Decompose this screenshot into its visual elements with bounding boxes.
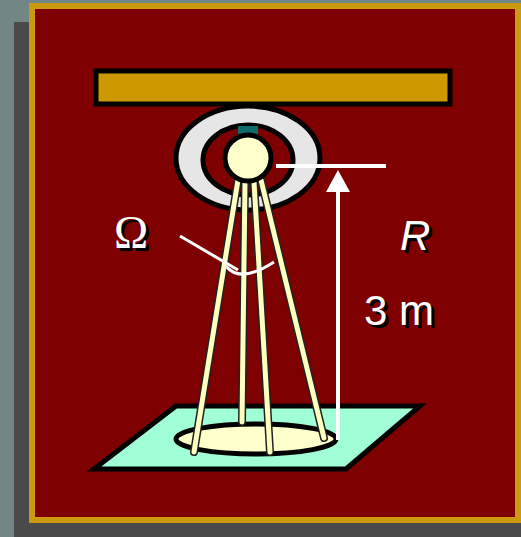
bulb: [225, 135, 271, 181]
leader-line: [180, 236, 238, 270]
distance-symbol: R: [400, 215, 430, 257]
floor-area: [94, 406, 420, 469]
arrowhead: [326, 170, 350, 192]
solid-angle-symbol: Ω: [114, 210, 148, 256]
panel: [32, 6, 518, 520]
reference-line: [276, 164, 386, 168]
dimension-label: 3 m: [364, 290, 434, 332]
distance-line: [336, 188, 340, 440]
ceiling-bar: [96, 71, 450, 104]
light-rays: [194, 180, 324, 452]
light-rays-outline: [194, 180, 324, 452]
